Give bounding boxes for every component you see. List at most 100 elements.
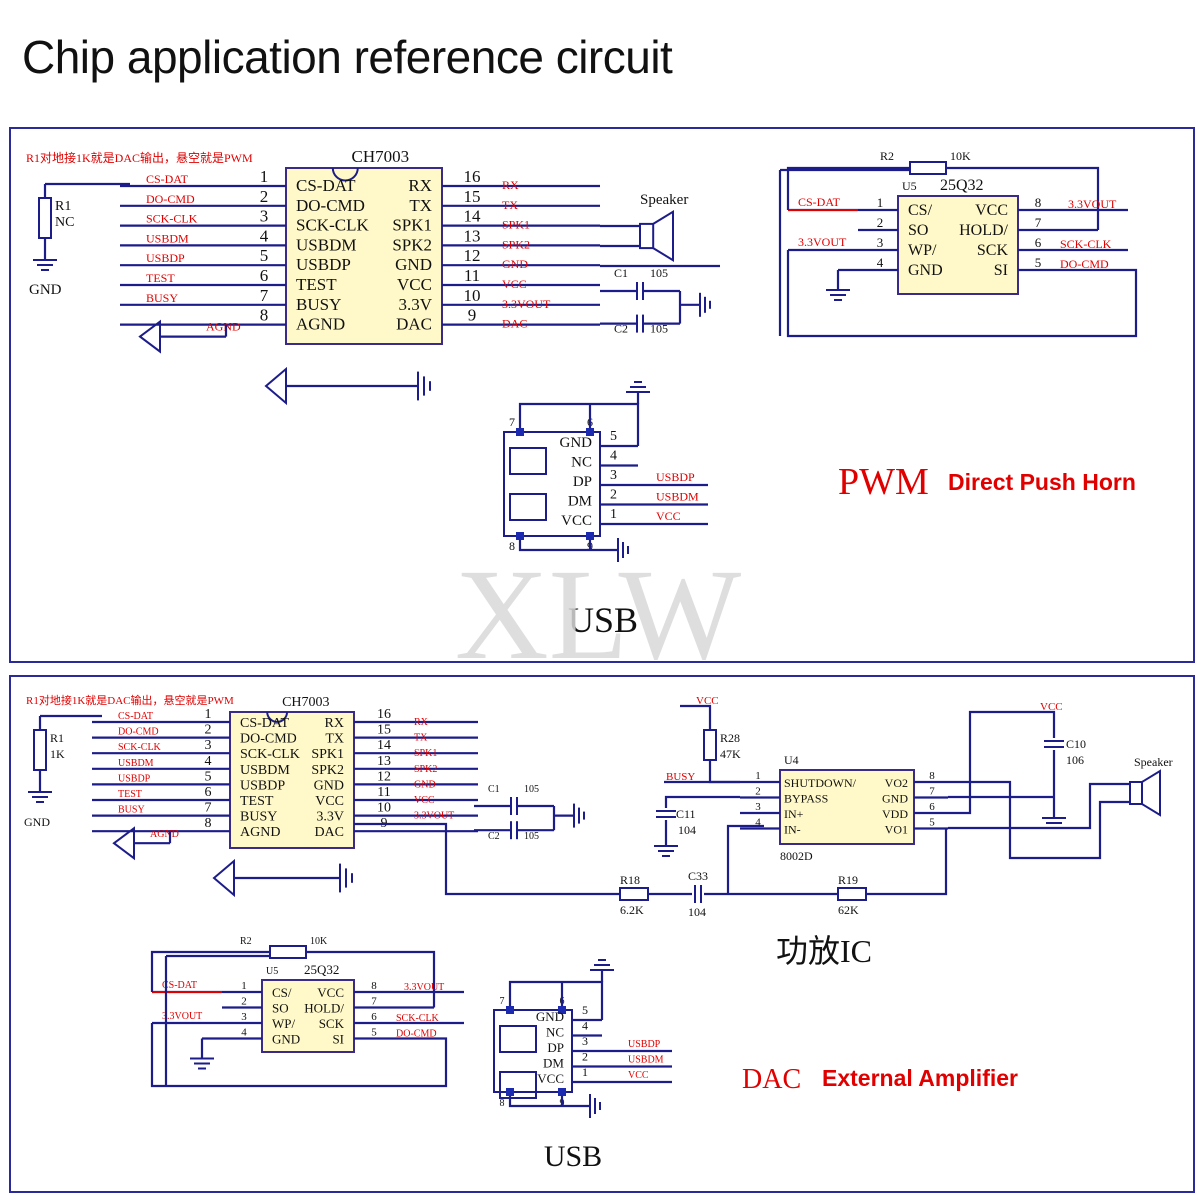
top-ch7003-pin-num: 2 bbox=[260, 187, 269, 206]
top-ch7003-chip-name: CH7003 bbox=[352, 147, 410, 166]
bot-ch7003-net-label: RX bbox=[414, 717, 429, 728]
bot-ch7003-pin-name: AGND bbox=[240, 825, 280, 840]
bot-flash-r2-ref: R2 bbox=[240, 936, 252, 947]
bot-ch7003-pin-num: 2 bbox=[205, 723, 212, 738]
top-usb-shell-pad bbox=[586, 428, 594, 436]
top-flash-net-vcc: 3.3VOUT bbox=[1068, 197, 1117, 211]
top-flash-net-sck: SCK-CLK bbox=[1060, 237, 1112, 251]
bot-amp-part: 8002D bbox=[780, 849, 813, 863]
bot-ch7003-agnd-net: AGND bbox=[150, 829, 179, 840]
bot-ch7003-pin-name: VCC bbox=[315, 794, 344, 809]
bot-flash-body bbox=[261, 979, 355, 1053]
top-usb-shell-num: 7 bbox=[509, 415, 515, 429]
top-ch7003-pin-num: 16 bbox=[464, 167, 481, 186]
bot-c11-ref: C11 bbox=[676, 807, 696, 821]
top-flash-r2 bbox=[909, 161, 947, 175]
top-ch7003-pin-name: SCK-CLK bbox=[296, 216, 369, 235]
top-flash-pin-name: SCK bbox=[977, 242, 1009, 259]
top-ch7003-pin-name: TEST bbox=[296, 275, 337, 294]
bot-flash-pin-name: WP/ bbox=[272, 1016, 296, 1031]
bot-ch7003-pin-name: BUSY bbox=[240, 810, 277, 825]
top-flash-pin-num: 2 bbox=[877, 215, 884, 230]
bot-flash-net-si: DO-CMD bbox=[396, 1029, 437, 1040]
bot-r18-ref: R18 bbox=[620, 873, 640, 887]
top-ch7003-pin-num: 11 bbox=[464, 266, 480, 285]
top-ch7003-net-label: RX bbox=[502, 178, 519, 192]
top-ch7003-pin1-notch bbox=[331, 167, 359, 182]
bot-flash-net-wp: 3.3VOUT bbox=[162, 1011, 202, 1022]
bot-usb-shell-pad bbox=[558, 1006, 566, 1014]
bot-usb-shell-pad bbox=[506, 1088, 514, 1096]
top-usb-pin-name: DP bbox=[573, 474, 592, 490]
bot-ch7003-pin-num: 8 bbox=[205, 816, 212, 831]
bot-amp-vcc-right: VCC bbox=[1040, 701, 1063, 713]
bot-ch7003-r1-value: 1K bbox=[50, 747, 65, 761]
bot-ch7003-net-label: TEST bbox=[118, 789, 142, 800]
top-usb-shell-pad bbox=[586, 532, 594, 540]
bot-usb-net: VCC bbox=[628, 1070, 649, 1081]
bot-flash-pin-name: GND bbox=[272, 1032, 300, 1047]
bot-ch7003-net-label: CS-DAT bbox=[118, 711, 153, 722]
top-flash-pin-num: 7 bbox=[1035, 215, 1042, 230]
top-flash-pin-name: CS/ bbox=[908, 202, 933, 219]
top-speaker-icon bbox=[639, 222, 655, 250]
bot-c11-wire bbox=[664, 795, 740, 808]
top-usb-slot-b bbox=[509, 493, 547, 521]
bot-ch7003-net-label: GND bbox=[414, 779, 436, 790]
top-flash-r2-wire bbox=[786, 166, 910, 210]
bot-ch7003-pin-num: 5 bbox=[205, 769, 212, 784]
top-ch7003-net-label: TX bbox=[502, 198, 518, 212]
top-usb-shell-pad bbox=[516, 532, 524, 540]
top-usb-label: USB bbox=[568, 600, 638, 640]
bot-dac-wire bbox=[354, 822, 620, 896]
bot-ch7003-pin-name: USBDP bbox=[240, 778, 285, 793]
top-ch7003-pin-name: CS-DAT bbox=[296, 176, 356, 195]
top-flash-pin-name: WP/ bbox=[908, 242, 937, 259]
top-usb-pin-name: GND bbox=[560, 435, 593, 451]
bot-flash-r2-wire bbox=[150, 950, 270, 992]
top-ch7003-pin-name: SPK1 bbox=[392, 216, 432, 235]
top-flash-pin-num: 6 bbox=[1035, 235, 1042, 250]
top-frame bbox=[9, 127, 1195, 663]
top-ch7003-net-label: SPK2 bbox=[502, 237, 530, 251]
bot-ch7003-pin-name: GND bbox=[314, 778, 344, 793]
top-ch7003-net-label: BUSY bbox=[146, 291, 178, 305]
bot-usb-pin-num: 5 bbox=[582, 1003, 588, 1017]
top-usb-shell-wire bbox=[518, 402, 640, 446]
bot-amp-pin-num: 5 bbox=[929, 817, 935, 829]
bot-ch7003-pin-num: 16 bbox=[377, 707, 391, 722]
bot-flash-net-sck: SCK-CLK bbox=[396, 1013, 440, 1024]
top-ch7003-note: R1对地接1K就是DAC输出，悬空就是PWM bbox=[26, 150, 253, 165]
top-flash-pin-num: 8 bbox=[1035, 195, 1042, 210]
bot-mode-desc: External Amplifier bbox=[822, 1065, 1018, 1091]
top-ch7003-net-label: 3.3VOUT bbox=[502, 297, 551, 311]
bot-flash-ref: U5 bbox=[266, 966, 278, 977]
bot-vo1-wire bbox=[948, 782, 1130, 830]
top-usb-shell-pad bbox=[516, 428, 524, 436]
top-mode-label: PWM bbox=[838, 461, 929, 503]
bot-ch7003-net-label: BUSY bbox=[118, 805, 145, 816]
top-ch7003-pin-name: USBDM bbox=[296, 235, 356, 254]
top-ch7003-pin-num: 7 bbox=[260, 286, 269, 305]
bot-flash-pin-name: SI bbox=[332, 1032, 344, 1047]
bot-ch7003-c2-ref: C2 bbox=[488, 831, 500, 842]
top-ch7003-pin-num: 4 bbox=[260, 226, 269, 245]
bot-amp-pin-name: VO2 bbox=[885, 776, 908, 790]
top-flash-body bbox=[897, 195, 1019, 295]
bot-ch7003-net-label: SPK1 bbox=[414, 748, 437, 759]
bot-ch7003-r1-ref: R1 bbox=[50, 731, 64, 745]
top-ch7003-pin-num: 8 bbox=[260, 306, 269, 325]
top-flash-r2-value: 10K bbox=[950, 149, 971, 163]
bot-ch7003-gnd-label: GND bbox=[24, 815, 50, 829]
bot-flash-r2 bbox=[269, 945, 307, 959]
bot-c11-value: 104 bbox=[678, 823, 696, 837]
bot-usb-shell-pad bbox=[506, 1006, 514, 1014]
bot-amp-pin-num: 7 bbox=[929, 786, 935, 798]
top-ch7003-gnd-label: GND bbox=[29, 282, 62, 298]
bot-amp-pin-num: 6 bbox=[929, 801, 935, 813]
bot-ch7003-pin-num: 11 bbox=[377, 785, 390, 800]
bot-ch7003-chip-body bbox=[229, 711, 355, 849]
top-ch7003-net-label: GND bbox=[502, 257, 528, 271]
bot-usb-pin-num: 4 bbox=[582, 1019, 588, 1033]
bot-amp-pin-name: IN- bbox=[784, 823, 801, 837]
